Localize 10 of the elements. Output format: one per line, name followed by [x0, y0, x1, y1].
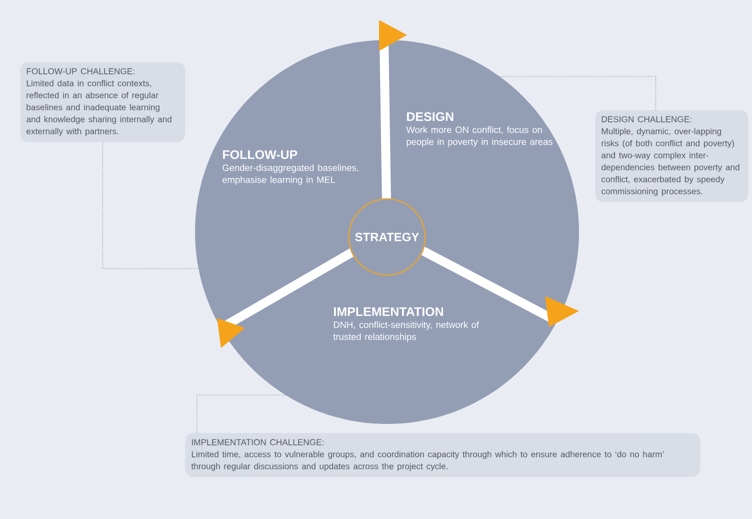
leader-line: [500, 76, 656, 110]
sector-label: DESIGN Work more ON conflict, focus on people in poverty in insecure areas: [406, 112, 552, 147]
sector-label: FOLLOW-UP Gender-disaggregated baselines, emphasise learning in MEL: [222, 150, 358, 185]
challenge-box: FOLLOW-UP CHALLENGE: Limited data in conflict contexts, reflected in an absence of regular baselines and inadequate learning and knowledge sharing internally and externally with partners.: [20, 62, 186, 142]
challenge-box: DESIGN CHALLENGE: Multiple, dynamic, over-lapping risks (of both conflict and poverty) and two-way complex inter-dependencies between poverty and conflict, exacerbated by speedy commissioning processes.: [595, 110, 748, 202]
leader-line: [196, 394, 286, 434]
leader-line: [102, 142, 199, 270]
challenge-box: IMPLEMENTATION CHALLENGE: Limited time, access to vulnerable groups, and coordination capacity through which to ensure adherence to ‘do no harm’ through regular discussions and updates across the project cycle.: [185, 433, 700, 477]
cycle-circle: [195, 40, 579, 424]
sector-label: IMPLEMENTATION DNH, conflict-sensitivity, network of trusted relationships: [333, 307, 480, 342]
